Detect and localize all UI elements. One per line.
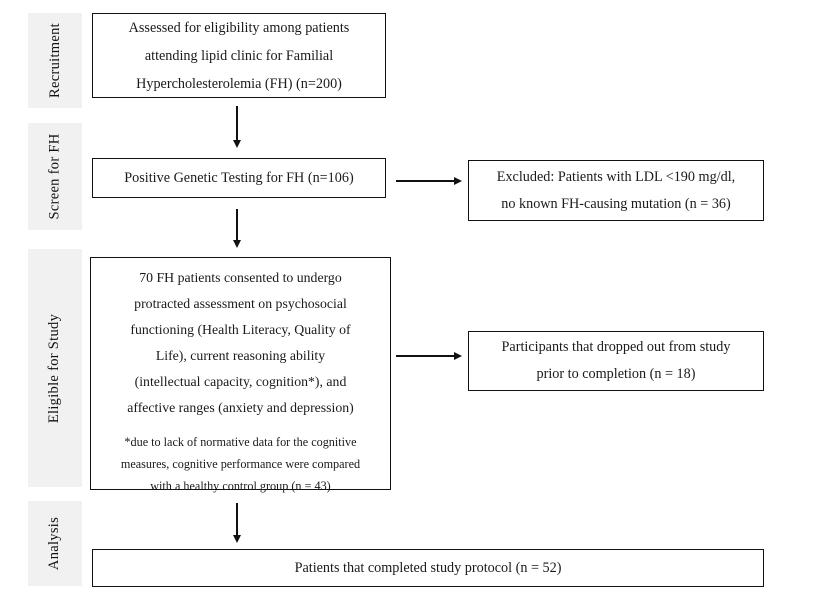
box-consented-line-2: protracted assessment on psychosocial bbox=[134, 296, 347, 311]
box-dropped-line-2: prior to completion (n = 18) bbox=[536, 366, 696, 382]
box-assessed-for-eligibility: Assessed for eligibility among patients … bbox=[92, 13, 386, 98]
stage-label-screen-for-fh: Screen for FH bbox=[46, 133, 63, 220]
arrow-shaft bbox=[236, 106, 238, 140]
stage-band-screen-for-fh: Screen for FH bbox=[28, 123, 82, 230]
stage-band-analysis: Analysis bbox=[28, 501, 82, 586]
box-dropped-out: Participants that dropped out from study… bbox=[468, 331, 764, 391]
box-dropped-line-1: Participants that dropped out from study bbox=[501, 339, 731, 355]
box-positive-genetic-testing: Positive Genetic Testing for FH (n=106) bbox=[92, 158, 386, 198]
arrow-head-down-icon bbox=[233, 535, 241, 543]
box-consented-footnote: *due to lack of normative data for the c… bbox=[121, 431, 360, 497]
stage-label-analysis: Analysis bbox=[46, 516, 63, 571]
arrow-shaft bbox=[396, 355, 454, 357]
box-assessed-line-1: Assessed for eligibility among patients bbox=[128, 19, 350, 36]
arrow-down-consented-to-completed bbox=[233, 503, 242, 543]
box-consented-assessment: 70 FH patients consented to undergo prot… bbox=[90, 257, 391, 493]
box-consented-line-4: Life), current reasoning ability bbox=[155, 348, 326, 363]
arrow-shaft bbox=[236, 503, 238, 535]
arrow-head-right-icon bbox=[454, 177, 462, 185]
arrow-head-down-icon bbox=[233, 140, 241, 148]
box-excluded-line-1: Excluded: Patients with LDL <190 mg/dl, bbox=[496, 168, 736, 185]
arrow-right-consented-to-dropped bbox=[396, 352, 462, 361]
stage-band-eligible-for-study: Eligible for Study bbox=[28, 249, 82, 487]
footnote-line-2: measures, cognitive performance were com… bbox=[120, 457, 361, 471]
arrow-down-assessed-to-genetic bbox=[233, 106, 242, 148]
box-excluded-line-2: no known FH-causing mutation (n = 36) bbox=[501, 195, 731, 212]
arrow-shaft bbox=[236, 209, 238, 240]
box-consented-line-6: affective ranges (anxiety and depression… bbox=[127, 400, 354, 415]
box-consented-line-5: (intellectual capacity, cognition*), and bbox=[134, 374, 347, 389]
arrow-shaft bbox=[396, 180, 454, 182]
box-consented-line-3: functioning (Health Literacy, Quality of bbox=[130, 322, 351, 337]
footnote-line-1: *due to lack of normative data for the c… bbox=[124, 435, 357, 449]
box-completed-protocol: Patients that completed study protocol (… bbox=[92, 549, 764, 587]
box-assessed-line-3: Hypercholesterolemia (FH) (n=200) bbox=[136, 75, 342, 92]
box-completed-text: Patients that completed study protocol (… bbox=[294, 559, 562, 576]
arrow-head-right-icon bbox=[454, 352, 462, 360]
box-genetic-text: Positive Genetic Testing for FH (n=106) bbox=[124, 169, 354, 186]
stage-label-eligible-for-study: Eligible for Study bbox=[46, 313, 63, 423]
arrow-right-genetic-to-excluded bbox=[396, 177, 462, 186]
box-consented-line-1: 70 FH patients consented to undergo bbox=[139, 270, 342, 285]
box-excluded-patients: Excluded: Patients with LDL <190 mg/dl, … bbox=[468, 160, 764, 221]
footnote-line-3: with a healthy control group (n = 43) bbox=[150, 479, 331, 493]
stage-label-recruitment: Recruitment bbox=[46, 23, 63, 98]
stage-band-recruitment: Recruitment bbox=[28, 13, 82, 108]
box-assessed-line-2: attending lipid clinic for Familial bbox=[144, 47, 334, 64]
arrow-down-genetic-to-consented bbox=[233, 209, 242, 248]
arrow-head-down-icon bbox=[233, 240, 241, 248]
